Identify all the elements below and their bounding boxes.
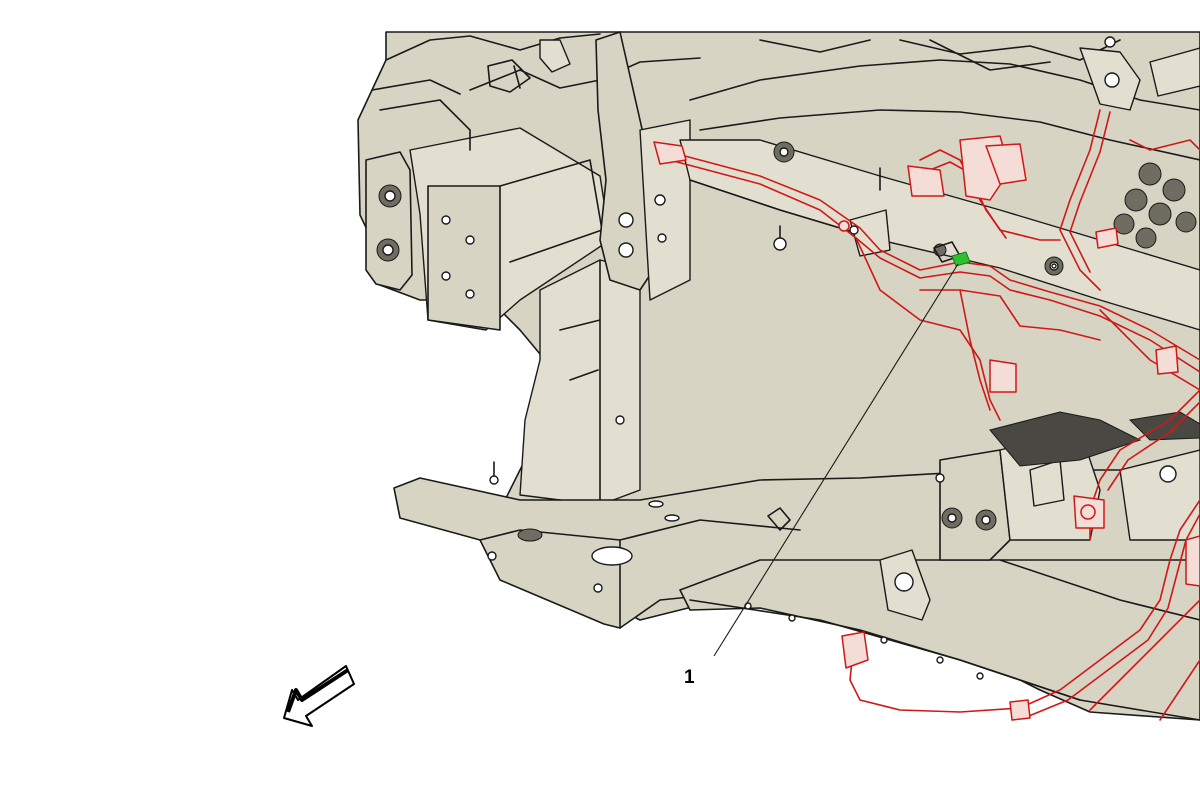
callout-label: 1 (684, 667, 695, 688)
wiring-harness (661, 109, 1200, 721)
right-frame-rail (679, 549, 1200, 721)
highlighted-sensor-component (933, 241, 971, 267)
upper-body-structure (385, 33, 1200, 161)
direction-arrow-icon (283, 665, 355, 727)
callout-1: 1 (684, 263, 959, 688)
harness-connectors (653, 135, 1200, 721)
grommet-cluster (1113, 162, 1197, 249)
left-bumper-mount-bracket (365, 79, 611, 331)
left-frame-rail (519, 31, 691, 506)
